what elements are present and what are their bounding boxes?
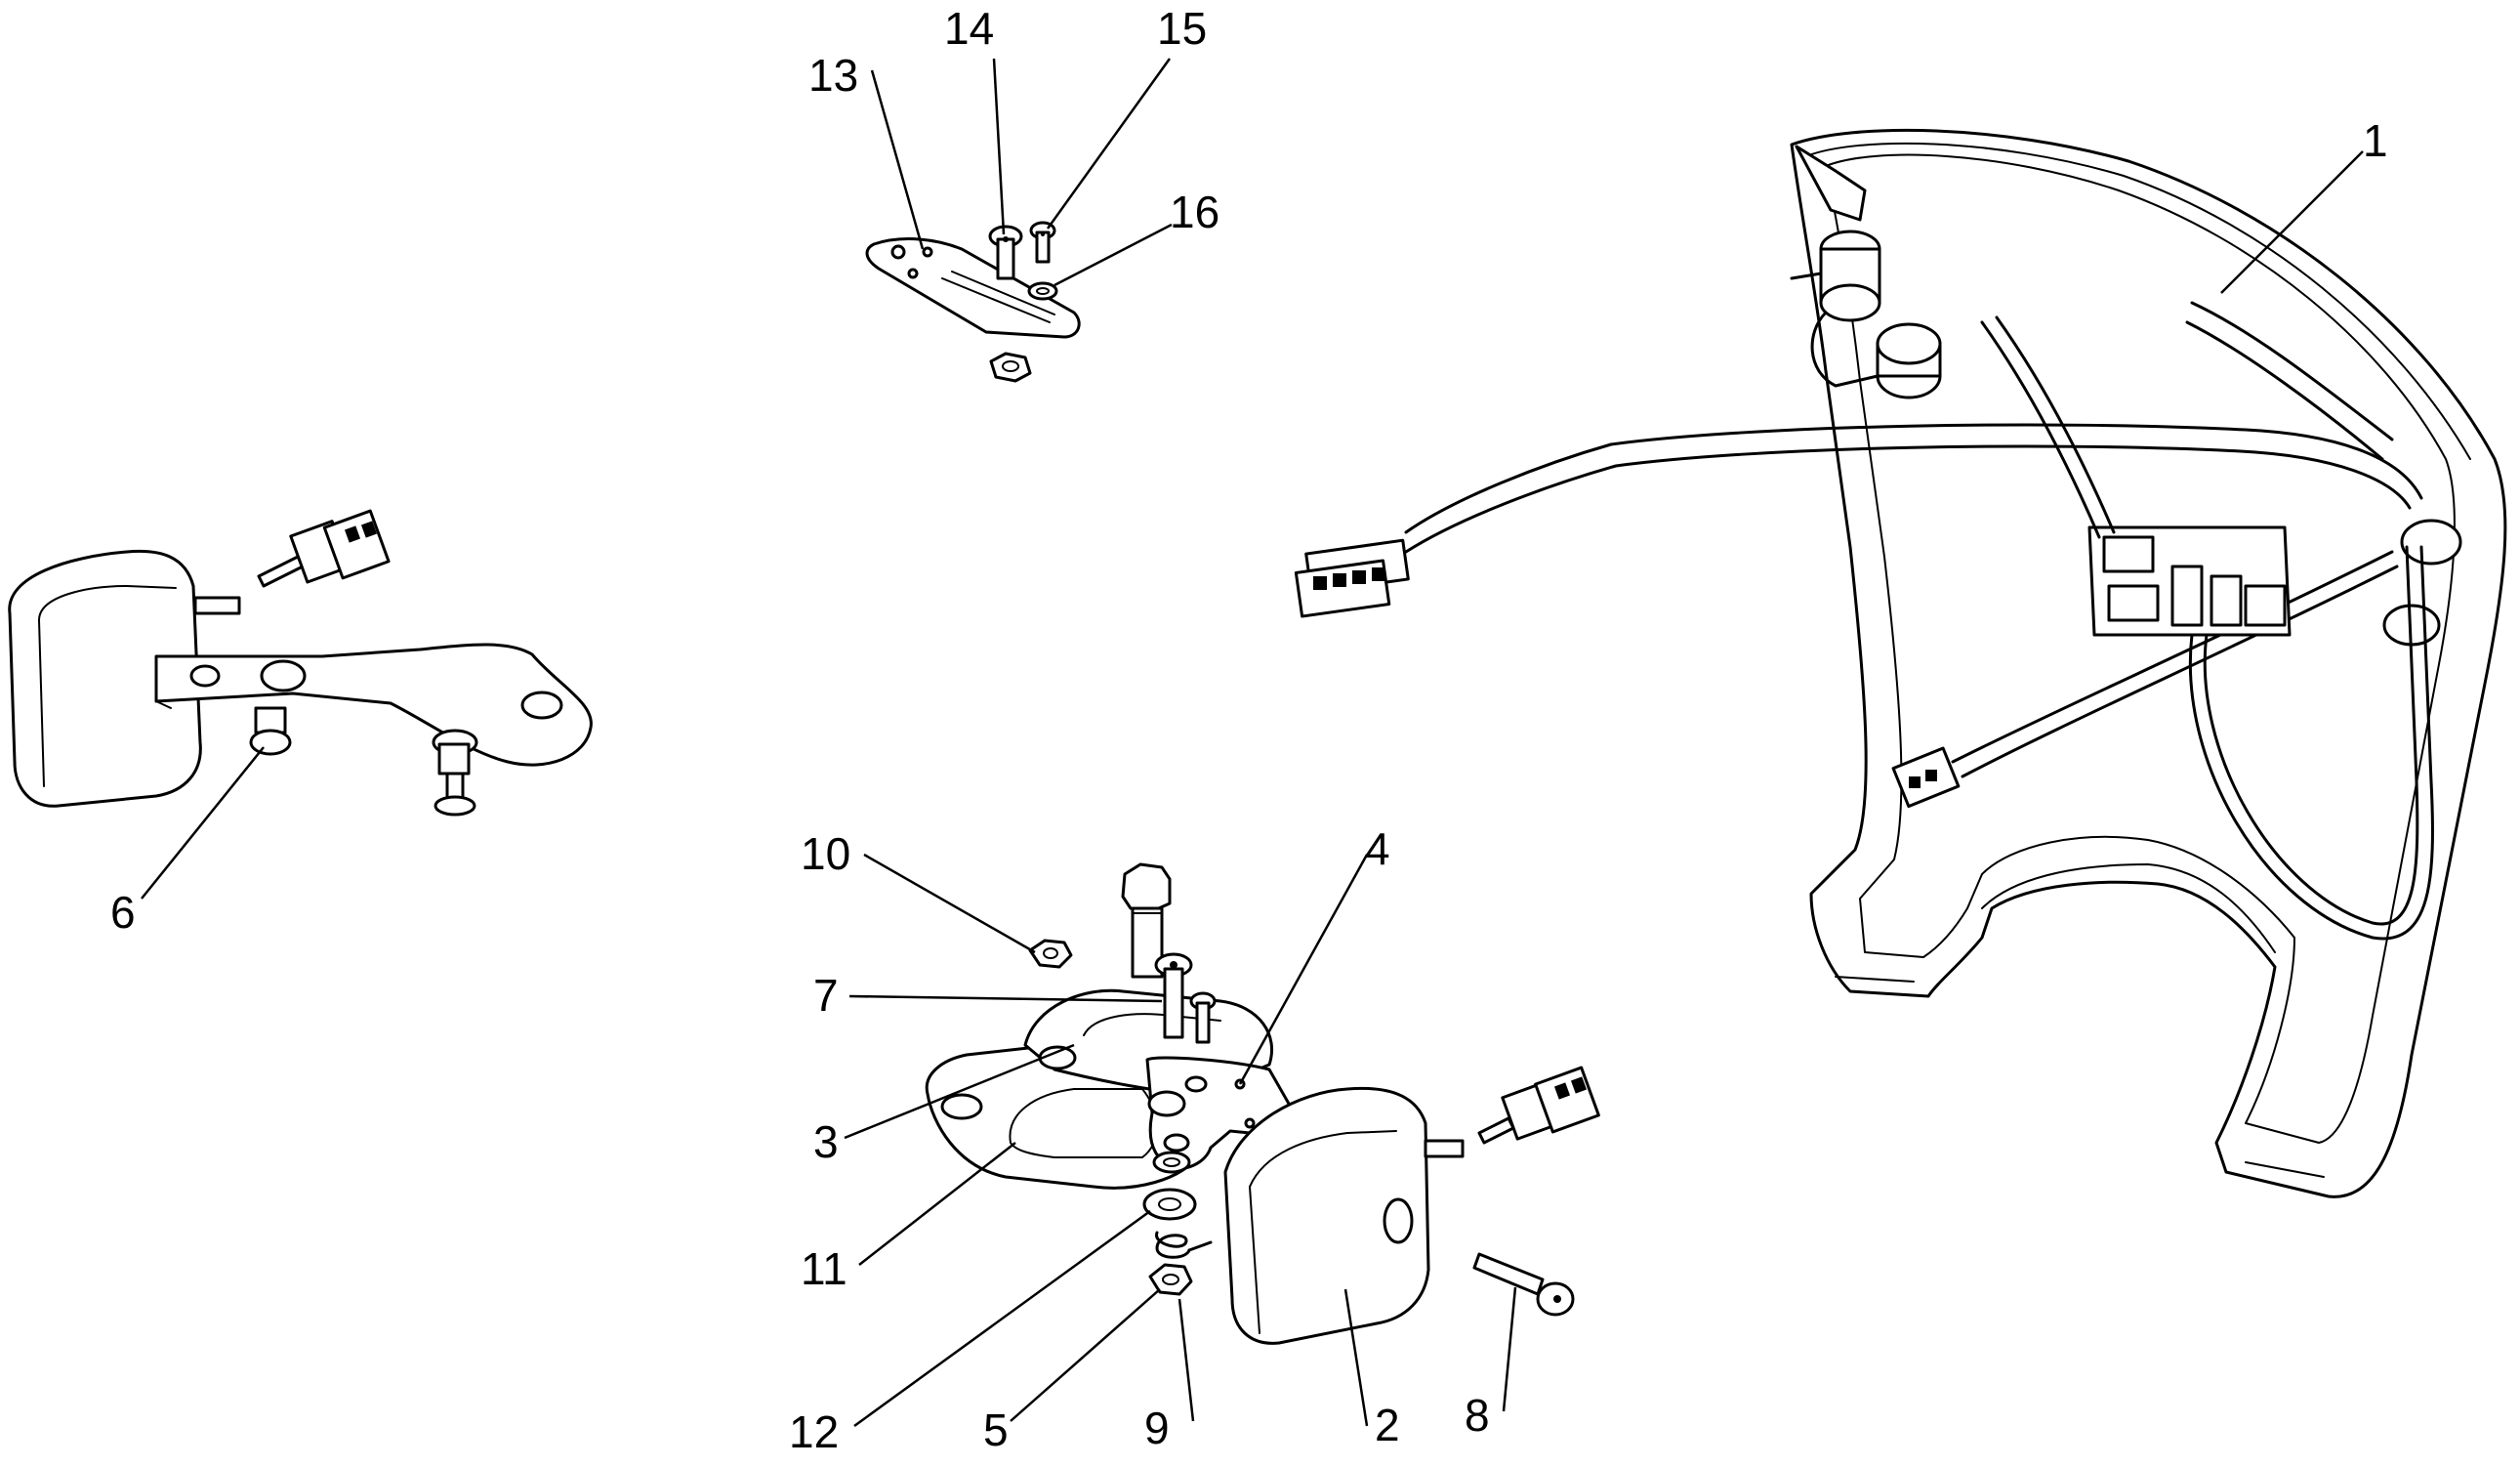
callout-5: 5: [983, 1404, 1009, 1455]
housing-frame-assembly: [1294, 128, 2507, 1198]
callout-12: 12: [789, 1406, 839, 1457]
callout-2: 2: [1375, 1400, 1400, 1450]
side-lamp-right: [1223, 1066, 1600, 1345]
callout-6: 6: [110, 887, 136, 938]
harness-connector-lower: [1891, 746, 1961, 809]
side-lamp-left: [8, 509, 593, 817]
callout-14: 14: [944, 3, 994, 54]
harness-connector-left: [1294, 538, 1410, 618]
callout-1: 1: [2363, 115, 2388, 166]
callout-8: 8: [1465, 1390, 1490, 1441]
callout-10: 10: [801, 828, 850, 879]
callout-15: 15: [1157, 3, 1207, 54]
callout-13: 13: [808, 50, 858, 101]
center-bracket-assembly: [925, 862, 1292, 1296]
callout-11: 11: [801, 1243, 847, 1294]
callout-7: 7: [813, 970, 839, 1021]
callout-4: 4: [1365, 823, 1390, 874]
mounting-bolt: [1472, 1252, 1575, 1317]
callout-16: 16: [1170, 187, 1219, 237]
callout-3: 3: [813, 1116, 839, 1167]
leader-lines: [141, 58, 2364, 1428]
callout-9: 9: [1144, 1403, 1170, 1453]
adjustment-bracket-kit: [865, 221, 1081, 383]
callout-labels: 1 2 3 4 5 6 7 8 9 10 11 12 13 14 15 16: [110, 3, 2388, 1457]
